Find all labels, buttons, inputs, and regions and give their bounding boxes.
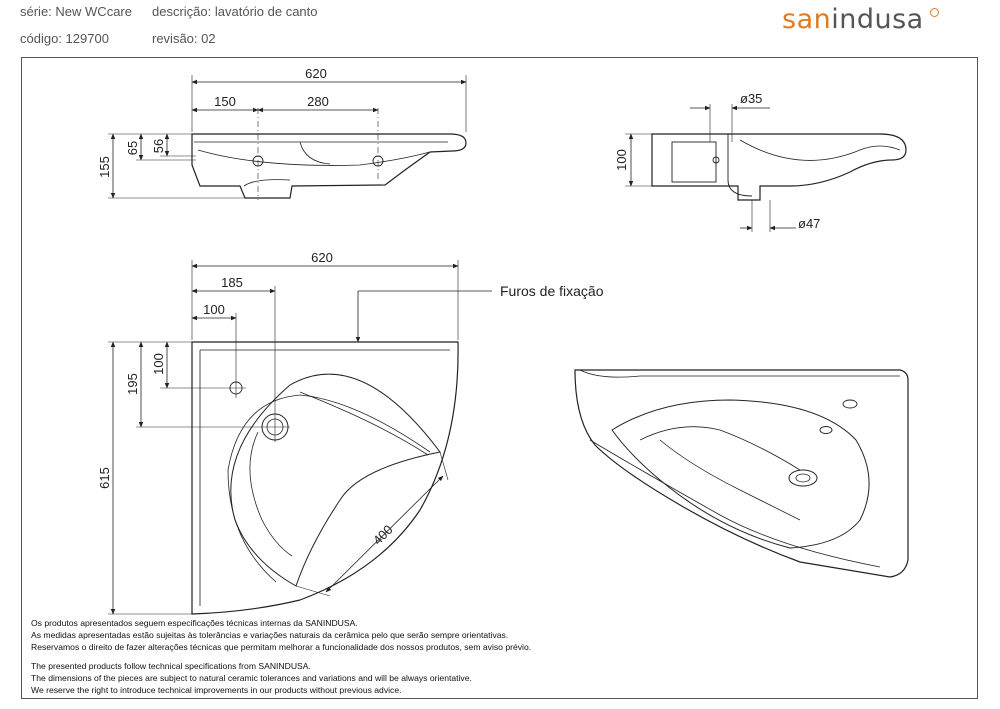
dim-plan-615: 615 <box>97 467 112 489</box>
dim-top-h2: 56 <box>151 139 166 153</box>
revisao-field: revisão: 02 <box>152 31 216 46</box>
dim-side-drain: ø47 <box>798 216 820 231</box>
dim-top-width: 620 <box>305 66 327 81</box>
perspective-view <box>574 369 909 578</box>
dim-top-height: 155 <box>97 156 112 178</box>
dim-top-left: 150 <box>214 94 236 109</box>
note-line: As medidas apresentadas estão sujeitas à… <box>31 630 509 640</box>
dim-plan-195: 195 <box>125 373 140 395</box>
note-line: The presented products follow technical … <box>31 661 311 671</box>
dim-plan-100v: 100 <box>151 353 166 375</box>
dim-plan-width: 620 <box>311 250 333 265</box>
serie-label: série: <box>20 4 52 19</box>
dim-top-mid: 280 <box>307 94 329 109</box>
dim-plan-100h: 100 <box>203 302 225 317</box>
descricao-label: descrição: <box>152 4 212 19</box>
codigo-value: 129700 <box>65 31 109 46</box>
drawing-frame <box>21 57 978 699</box>
note-line: Reservamos o direito de fazer alterações… <box>31 642 532 652</box>
revisao-label: revisão: <box>152 31 198 46</box>
plan-view <box>108 260 492 615</box>
dim-top-h1: 65 <box>125 141 140 155</box>
fixing-holes-label: Furos de fixação <box>500 283 604 299</box>
revisao-value: 02 <box>201 31 216 46</box>
dim-side-hole: ø35 <box>740 91 762 106</box>
dim-side-height: 100 <box>614 149 629 171</box>
brand-logo: sanindusa <box>782 4 939 35</box>
codigo-field: código: 129700 <box>20 31 109 46</box>
dim-plan-185: 185 <box>221 275 243 290</box>
codigo-label: código: <box>20 31 62 46</box>
note-line: Os produtos apresentados seguem especifi… <box>31 618 358 628</box>
front-elevation-view <box>108 75 467 200</box>
brand-mark-icon <box>929 8 939 17</box>
descricao-field: descrição: lavatório de canto <box>152 4 318 19</box>
brand-logo-part2: indusa <box>831 4 924 35</box>
side-view <box>625 104 907 232</box>
note-line: The dimensions of the pieces are subject… <box>31 673 472 683</box>
note-line: We reserve the right to introduce techni… <box>31 685 402 695</box>
serie-field: série: New WCcare <box>20 4 132 19</box>
descricao-value: lavatório de canto <box>214 4 318 19</box>
serie-value: New WCcare <box>55 4 132 19</box>
brand-logo-part1: san <box>782 4 832 35</box>
